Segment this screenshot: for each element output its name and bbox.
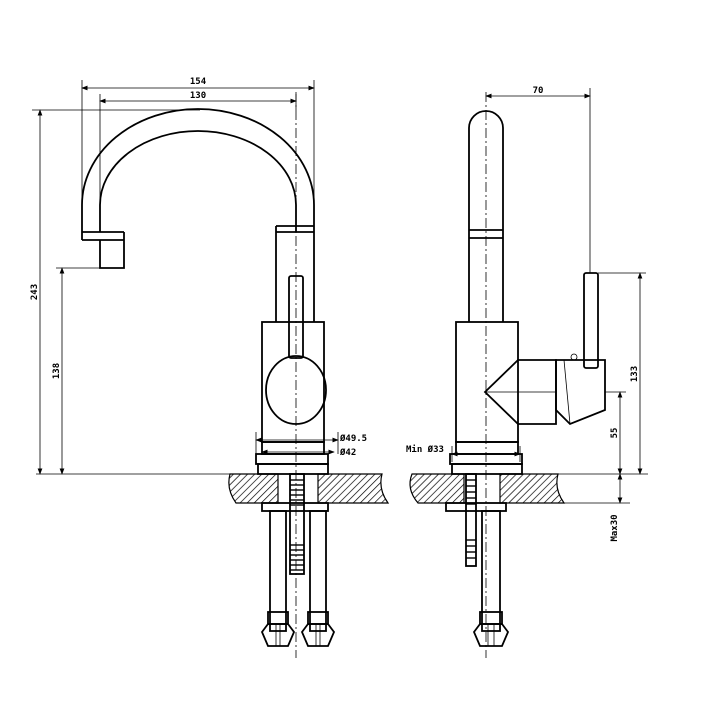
front-view: 154 130 243 138 Ø49.5 Ø42: [30, 77, 390, 658]
dim-depth: 70: [533, 86, 544, 96]
dim-base-inner-diameter: Ø42: [339, 447, 356, 458]
front-threaded-rod: [289, 473, 305, 575]
side-lever: [583, 272, 599, 369]
dim-lever-pivot: 55: [610, 428, 620, 439]
dim-lever-height: 133: [630, 366, 640, 382]
side-view: 70 133 55 Max30 Min Ø33: [406, 86, 648, 658]
side-threaded-rod: [465, 473, 477, 567]
front-deck: [228, 473, 279, 504]
dim-deck-max: Max30: [610, 514, 620, 541]
dim-overall-width: 154: [190, 77, 207, 87]
dim-base-outer-diameter: Ø49.5: [339, 433, 367, 444]
front-hose-right: [309, 510, 327, 632]
dim-hole-min-diameter: Min Ø33: [406, 444, 444, 455]
dim-total-height: 243: [30, 284, 40, 300]
side-body: [455, 321, 519, 443]
front-hose-left: [269, 510, 287, 632]
dim-spout-width: 130: [190, 91, 206, 101]
side-deck: [409, 473, 465, 504]
side-valve-cone: [483, 359, 557, 425]
side-hose: [481, 510, 501, 632]
front-spout: [81, 108, 315, 232]
dim-outlet-height: 138: [52, 363, 62, 379]
